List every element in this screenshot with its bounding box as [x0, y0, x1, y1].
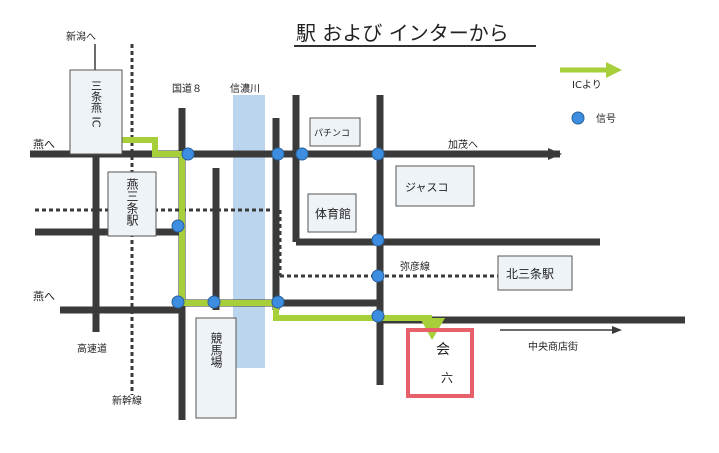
taiikukan-label: 体育館 [315, 206, 351, 221]
yahiko-line-label: 弥彦線 [400, 260, 430, 273]
legend-ic-arrowhead [606, 62, 622, 78]
highway-label: 高速道 [77, 342, 107, 355]
legend-ic-label: ICより [572, 79, 602, 91]
jasco-box [395, 165, 475, 207]
chuo-shoutengai-label: 中央商店街 [528, 340, 578, 353]
route8-label: 国道８ [172, 82, 202, 95]
chuo-arrow-head [612, 326, 622, 334]
legend-signal-icon [571, 111, 585, 125]
signal-icon [181, 147, 195, 161]
signal-icon [371, 233, 385, 247]
map-title: 駅 および インターから [296, 21, 509, 45]
signal-icon [271, 147, 285, 161]
jasco-label: ジャスコ [405, 181, 448, 194]
sanjo-tsubame-ic-box [69, 69, 123, 155]
legend-signal-label: 信号 [596, 113, 616, 125]
signal-icon [171, 295, 185, 309]
signal-icon [271, 295, 285, 309]
signal-icon [371, 269, 385, 283]
keibajo-box [195, 317, 237, 419]
keibajo-label: 競馬場 [209, 331, 223, 369]
shinano-label: 信濃川 [230, 82, 260, 95]
shinano-river [233, 95, 265, 368]
venue-label-1: 会 [436, 342, 450, 358]
kita-sanjo-station-box [497, 255, 573, 291]
niigata-label: 新潟へ [66, 30, 96, 43]
pachinko-label: パチンコ [314, 128, 350, 139]
shinkansen-label: 新幹線 [112, 394, 142, 407]
sanjo-tsubame-ic-label: 三条燕 IC [90, 80, 103, 128]
kamo-arrow [548, 148, 562, 160]
venue-label-2: 六 [441, 371, 453, 385]
venue-box [406, 328, 474, 398]
signals [171, 147, 385, 323]
signal-icon [207, 295, 221, 309]
tsubame-sanjo-station-label: 燕三条駅 [125, 178, 139, 227]
tsubame-top-label: 燕へ [33, 138, 55, 151]
signal-icon [295, 147, 309, 161]
kita-sanjo-station-label: 北三条駅 [506, 267, 554, 281]
pachinko-box [309, 117, 361, 147]
signal-icon [171, 219, 185, 233]
taiikukan-box [307, 193, 357, 233]
kamo-label: 加茂へ [448, 138, 478, 151]
signal-icon [371, 309, 385, 323]
tsubame-sanjo-station-box [107, 171, 157, 237]
tsubame-bottom-label: 燕へ [33, 290, 55, 303]
signal-icon [371, 147, 385, 161]
